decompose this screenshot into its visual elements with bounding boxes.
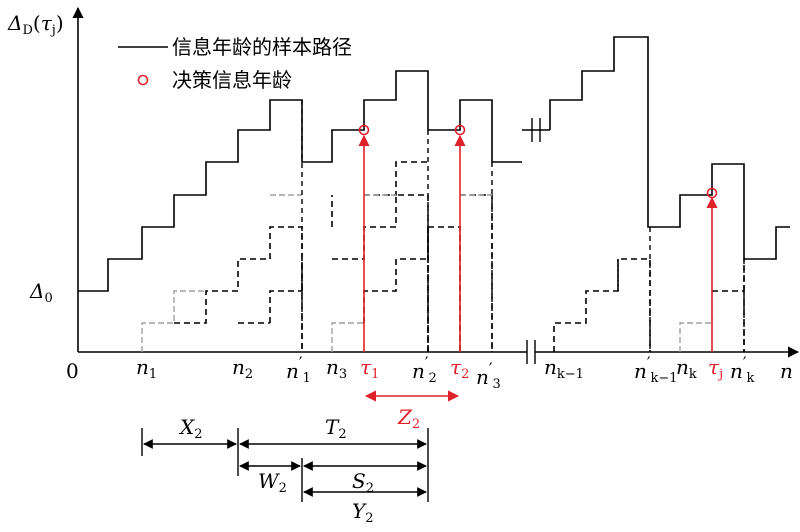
tick-label-nkp: n′k (730, 353, 755, 386)
update-staircases (174, 161, 745, 352)
x-axis-label: n (780, 359, 793, 383)
tick-label-nkm1: nk−1 (544, 355, 584, 382)
decision-age-marker-1 (358, 124, 370, 136)
x2-label: X2 (178, 415, 203, 442)
tick-label-n1: n1 (136, 355, 157, 382)
age-sample-path-after-break (549, 36, 790, 260)
path-break (522, 118, 550, 142)
tick-label-tau2: τ2 (450, 355, 469, 382)
dashed-ticks (301, 100, 745, 352)
legend-circle-icon (137, 74, 149, 86)
tick-label-nk: nk (676, 355, 697, 382)
z2-label: Z2 (397, 405, 420, 432)
tick-label-nkm1p: n′k−1 (634, 353, 678, 386)
tick-label-tau1: τ1 (360, 355, 379, 382)
w2-label: W2 (258, 469, 287, 496)
t2-label: T2 (325, 415, 347, 442)
legend-sample-path: 信息年龄的样本路径 (172, 35, 352, 59)
tick-label-n1p: n′1 (286, 353, 311, 386)
tick-label-tauj: τj (708, 355, 723, 382)
origin-label: 0 (66, 359, 79, 383)
tick-label-n3p: n′3 (476, 359, 501, 392)
tick-label-n3: n3 (326, 355, 347, 382)
tick-label-n2: n2 (232, 355, 253, 382)
legend-decision-age: 决策信息年龄 (172, 68, 292, 92)
y-axis-label: ΔD(τj) (7, 11, 64, 38)
decision-age-marker-3 (706, 187, 718, 199)
x-axis-break (526, 340, 536, 364)
decision-age-marker-2 (454, 124, 466, 136)
tick-label-n2p: n′2 (412, 353, 437, 386)
gray-steps (141, 194, 713, 352)
s2-label: S2 (352, 469, 374, 496)
delta0-label: Δ0 (29, 279, 53, 306)
age-sample-path (78, 70, 522, 292)
y2-label: Y2 (352, 499, 373, 526)
interval-lines (141, 428, 429, 502)
